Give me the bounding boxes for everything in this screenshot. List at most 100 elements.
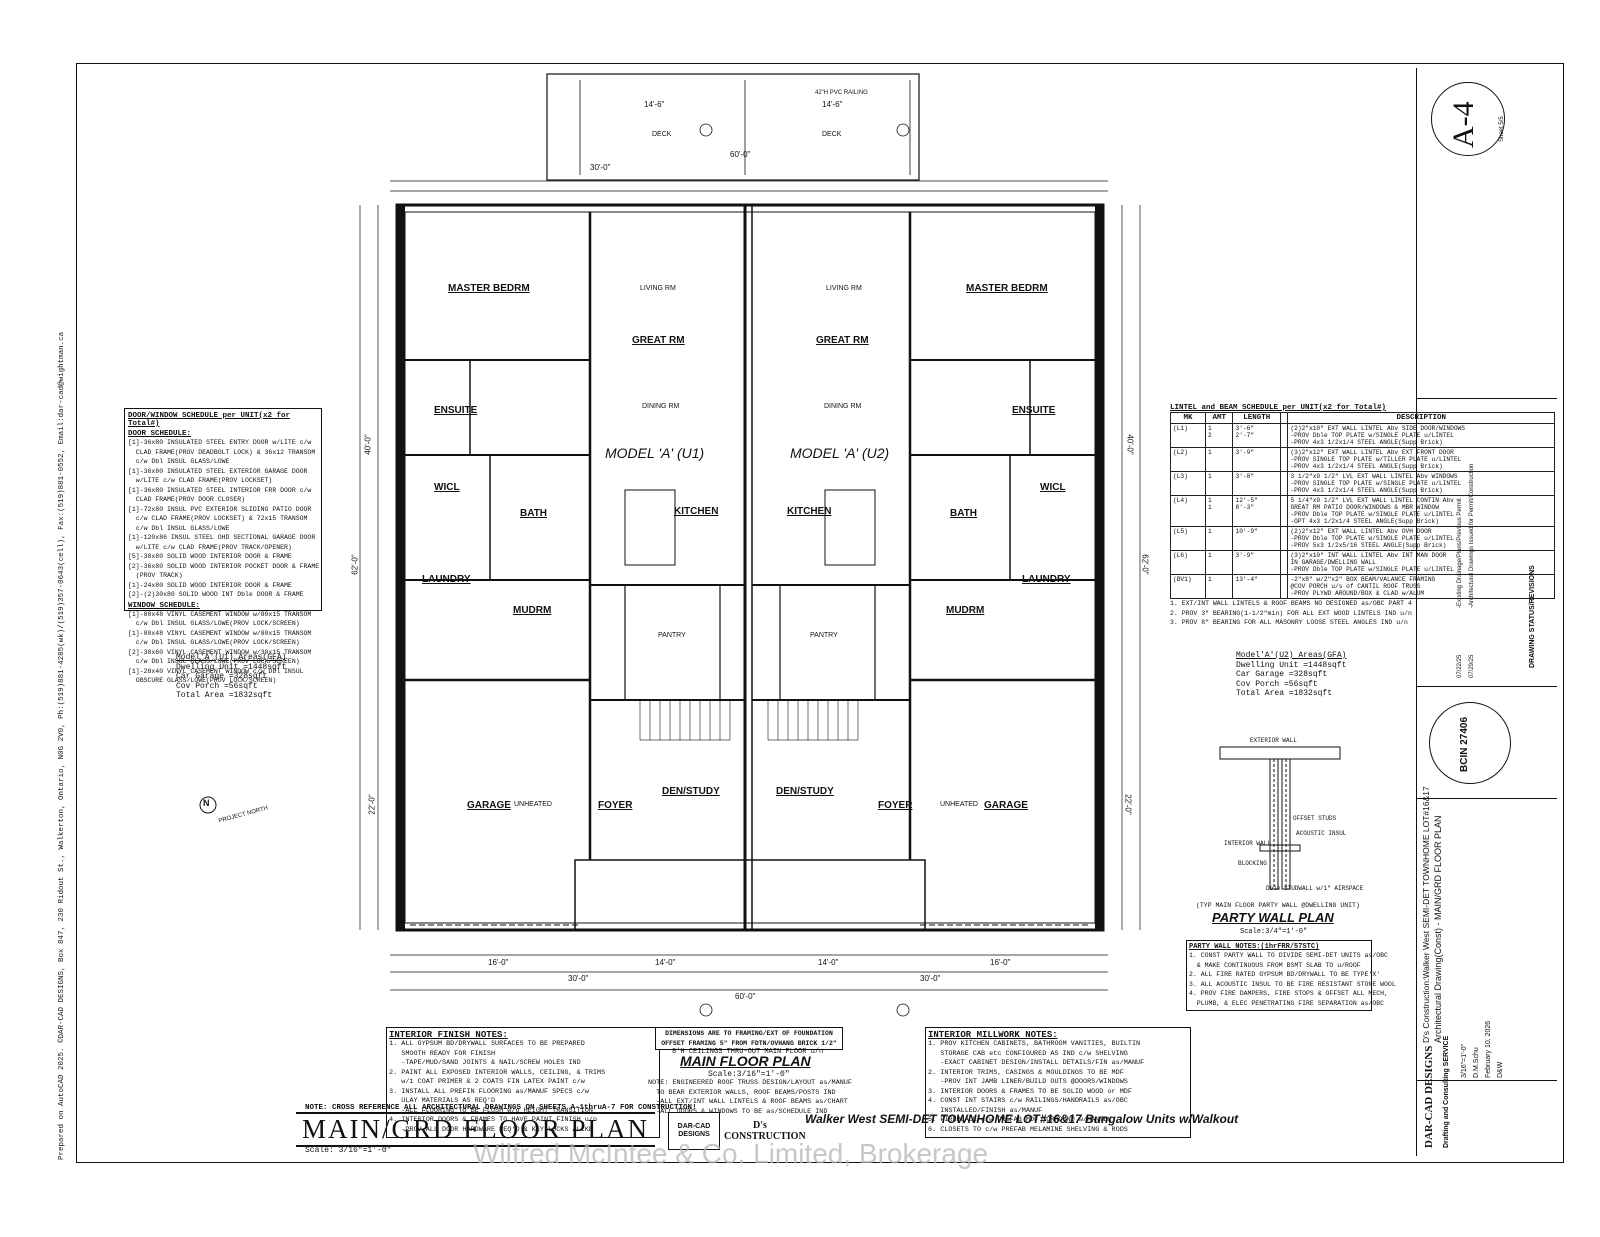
areas-right-title: Model'A'(U2) Areas(GFA)	[1236, 651, 1347, 660]
lintel-cell	[1279, 423, 1289, 448]
dim-bottom-14-right: 14'-0"	[818, 958, 839, 967]
millwork-list: 1. PROV KITCHEN CABINETS, BATHROOM VANIT…	[928, 1040, 1188, 1135]
lintel-cell	[1279, 574, 1289, 599]
lintel-cell: 1	[1204, 550, 1234, 575]
lintel-cell: (L6)	[1170, 550, 1206, 575]
party-wall-label-exterior: EXTERIOR WALL	[1250, 737, 1297, 744]
areas-right: Model'A'(U2) Areas(GFA) Dwelling Unit =1…	[1236, 651, 1346, 699]
lintel-schedule: LINTEL and BEAM SCHEDULE per UNIT(x2 for…	[1170, 404, 1555, 628]
truss-notes: NOTE: ENGINEERED ROOF TRUSS DESIGN/LAYOU…	[648, 1079, 852, 1117]
area-line: Dwelling Unit =1448sqft	[1236, 660, 1347, 670]
lintel-header-cell: LENGTH	[1232, 412, 1282, 424]
lintel-cell: 5 1/4"x9 1/2" LVL EXT WALL LINTEL CONTIN…	[1287, 495, 1555, 527]
drawing-date: February 10, 2026	[1485, 1020, 1492, 1078]
areas-left-title: Model'A'(U1) Areas(GFA)	[176, 653, 287, 662]
room-label-foyer-right: FOYER	[878, 800, 913, 811]
door-schedule-line: c/w Dbl INSUL GLASS/LOWE	[128, 458, 230, 465]
door-schedule-line: w/LITE c/w CLAD FRAME(PROV TRACK/OPENER)	[128, 543, 292, 551]
room-label-laundry-right: LAUNDRY	[1022, 574, 1071, 585]
window-schedule-line: c/w Dbl INSUL GLASS/LOWE(PROV LOCK/SCREE…	[128, 620, 300, 627]
room-label-ensuite-right: ENSUITE	[1012, 405, 1056, 416]
revision-1: 07/22/25	[1457, 654, 1463, 678]
bcin-stamp	[1429, 702, 1511, 784]
dim-bottom-60: 60'-0"	[735, 992, 756, 1001]
millwork-line: STORAGE CAB etc CONFIGURED AS IND c/w SH…	[928, 1049, 1128, 1058]
room-label-den-left: DEN/STUDY	[662, 786, 720, 797]
window-schedule-line: c/w Dbl INSUL GLASS/LOWE(PROV LOCK/SCREE…	[128, 658, 300, 665]
interior-finish-line: 4. INTERIOR DOORS & FRAMES TO HAVE PAINT…	[389, 1116, 598, 1124]
millwork-title: INTERIOR MILLWORK NOTES:	[928, 1030, 1058, 1040]
drawn-by: D.M.Schu	[1473, 1047, 1480, 1078]
party-wall-note-line: 2. ALL FIRE RATED GYPSUM BD/DRYWALL TO B…	[1189, 971, 1381, 978]
lintel-footnote: 2. PROV 3" BEARING(1-1/2"min) FOR ALL EX…	[1170, 609, 1412, 617]
room-label-kitchen-right: KITCHEN	[787, 506, 832, 517]
dim-left-depth: 62'-0"	[350, 554, 360, 575]
interior-finish-line: -PROV ALL DOOR HARDWARE REQ'D & KEY LOCK…	[389, 1125, 593, 1134]
sheet-border	[76, 63, 1564, 1163]
millwork-notes: INTERIOR MILLWORK NOTES: 1. PROV KITCHEN…	[925, 1027, 1191, 1138]
room-label-kitchen-left: KITCHEN	[674, 506, 719, 517]
door-schedule-line: [1]-24x80 SOLID WOOD INTERIOR DOOR & FRA…	[128, 581, 292, 589]
interior-finish-notes: INTERIOR FINISH NOTES: 1. ALL GYPSUM BD/…	[386, 1027, 660, 1138]
party-wall-label-acoustic: ACOUSTIC INSUL	[1296, 830, 1347, 837]
room-label-bath-left: BATH	[520, 508, 548, 519]
room-label-garage-left: GARAGE	[467, 800, 511, 811]
window-schedule-line: [1]-80x48 VINYL CASEMENT WINDOW w/80x15 …	[128, 610, 312, 618]
room-label-wicl-left: WICL	[434, 482, 460, 493]
sheet-scale-tb: 3/16"=1'-0"	[1461, 1043, 1468, 1078]
dim-top-total: 60'-0"	[730, 150, 751, 159]
area-line: Car Garage =328sqft	[1236, 670, 1328, 679]
cross-ref-note: NOTE: CROSS REFERENCE ALL ARCHITECTURAL …	[305, 1104, 697, 1112]
party-wall-note-line: 1. CONST PARTY WALL TO DIVIDE SEMI-DET U…	[1189, 952, 1388, 959]
dims-note-1: DIMENSIONS ARE TO FRAMING/EXT OF FOUNDAT…	[665, 1030, 833, 1037]
millwork-line: 2. INTERIOR TRIMS, CASINGS & MOULDINGS T…	[928, 1068, 1124, 1077]
door-schedule-line: [1]-36x80 INSULATED STEEL ENTRY DOOR w/L…	[128, 439, 312, 446]
dim-right-40: 40'-0"	[1125, 434, 1135, 455]
door-schedule-line: [5]-30x80 SOLID WOOD INTERIOR DOOR & FRA…	[128, 553, 292, 560]
ds-construction-text: D's CONSTRUCTION	[724, 1120, 806, 1142]
dim-bottom-16-left: 16'-0"	[488, 958, 509, 967]
door-schedule-line: [2]-(2)30x80 SOLID WOOD INT Dble DOOR & …	[128, 591, 304, 598]
interior-finish-line: SMOOTH READY FOR FINISH	[389, 1049, 496, 1058]
interior-finish-line: 3. INSTALL ALL PREFIN FLOORING as/MANUF …	[389, 1087, 589, 1096]
room-label-ensuite-left: ENSUITE	[434, 405, 478, 416]
lintel-cell: (L3)	[1170, 471, 1206, 496]
area-line: Car Garage =328sqft	[176, 672, 268, 681]
room-label-model-right: MODEL 'A' (U2)	[790, 445, 890, 461]
lintel-header-cell	[1279, 412, 1289, 424]
lintel-cell: 13'-4"	[1232, 574, 1282, 599]
lintel-footnote: 1. EXT/INT WALL LINTELS & ROOF BEAMS NO …	[1170, 600, 1412, 607]
dim-bottom-30-right: 30'-0"	[920, 974, 941, 983]
sheet-number: A-4	[1447, 101, 1480, 148]
room-label-foyer-left: FOYER	[598, 800, 633, 811]
deck-railing-label: 42"H PVC RAILING	[815, 90, 868, 96]
main-floor-plan-scale: Scale:3/16"=1'-0"	[708, 1070, 790, 1079]
ceilings-note: 8'H CEILINGS THRU-OUT MAIN FLOOR u/n	[672, 1048, 824, 1056]
window-schedule-line: [2]-30x60 VINYL CASEMENT WINDOW w/30x15 …	[128, 648, 312, 656]
room-label-great-left: GREAT RM	[632, 335, 685, 346]
dim-right-depth: 62'-0"	[1140, 554, 1150, 575]
lintel-cell: (BV1)	[1170, 574, 1206, 599]
party-wall-notes: PARTY WALL NOTES:(1hrFRR/57STC) 1. CONST…	[1186, 940, 1396, 1011]
interior-finish-line: 2. PAINT ALL EXPOSED INTERIOR WALLS, CEI…	[389, 1068, 606, 1077]
darcad-logo-text: DAR-CAD DESIGNS	[677, 1123, 711, 1138]
lintel-cell: 12'-5" 8'-3"	[1232, 495, 1282, 527]
millwork-line: 5. FIREPLACE c/w PREFAB MDF SURROUND w/M…	[928, 1116, 1112, 1124]
lintel-cell: -2"x8" w/2"x2" BOX BEAM/VALANCE FRAMING …	[1287, 574, 1555, 599]
lintel-cell: 1	[1204, 447, 1234, 472]
title-block-divider-1	[1417, 398, 1557, 399]
lintel-cell: 1 2	[1204, 423, 1234, 448]
area-line: Cov Porch =56sqft	[1236, 679, 1318, 689]
lintel-cell	[1279, 447, 1289, 472]
lintel-cell: (L2)	[1170, 447, 1206, 472]
lintel-cell	[1279, 526, 1289, 551]
room-label-mudrm-left: MUDRM	[513, 605, 552, 616]
party-wall-label-offset: OFFSET STUDS	[1293, 815, 1337, 822]
interior-finish-line: -TAPE/MUD/SAND JOINTS & NAIL/SCREW HOLES…	[389, 1059, 581, 1067]
area-line: Total Area =1832sqft	[1236, 689, 1333, 698]
millwork-line: 6. CLOSETS TO c/w PREFAB MELAMINE SHELVI…	[928, 1125, 1128, 1134]
party-wall-notes-list: 1. CONST PARTY WALL TO DIVIDE SEMI-DET U…	[1189, 951, 1396, 1008]
